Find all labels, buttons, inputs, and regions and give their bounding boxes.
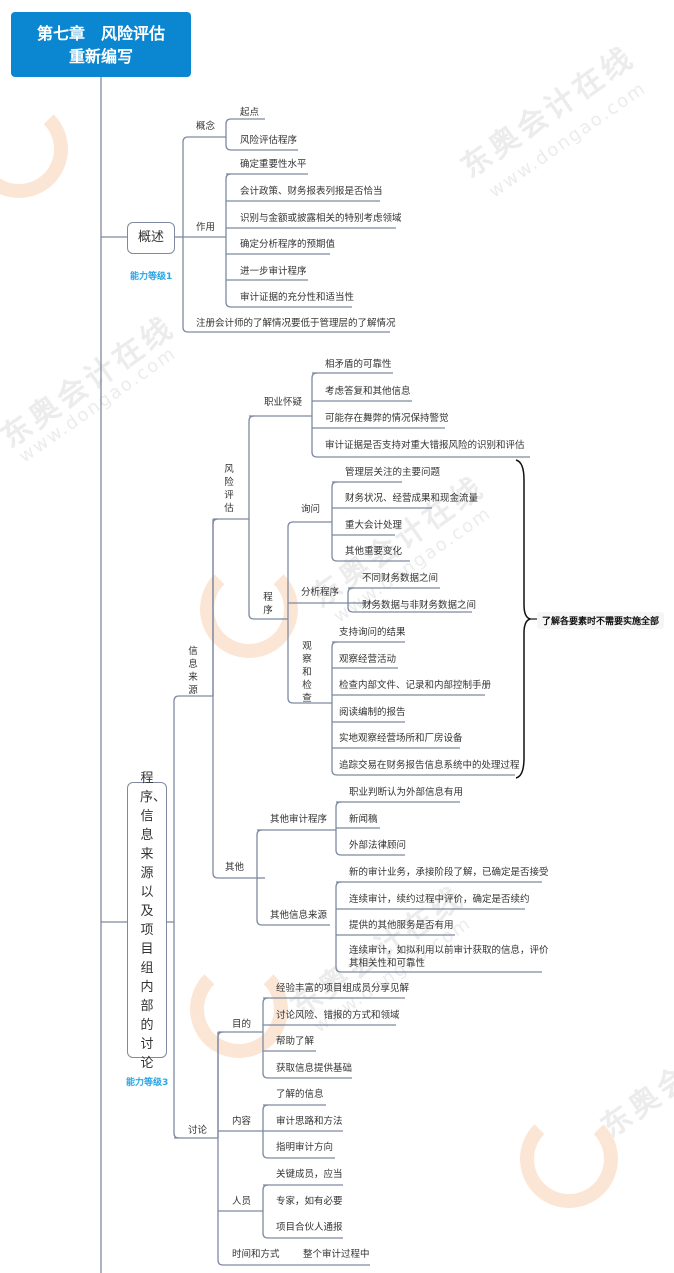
people-item[interactable]: 项目合伙人通报 <box>276 1222 343 1233</box>
analytical-item[interactable]: 不同财务数据之间 <box>362 573 439 584</box>
other-info-item[interactable]: 新的审计业务，承接阶段了解，已确定是否接受 <box>349 867 549 878</box>
purpose-item[interactable]: 获取信息提供基础 <box>276 1063 353 1074</box>
skepticism-item[interactable]: 考虑答复和其他信息 <box>325 386 411 397</box>
skepticism-item[interactable]: 审计证据是否支持对重大错报风险的识别和评估 <box>325 440 525 451</box>
other-audit-item[interactable]: 外部法律顾问 <box>349 840 407 851</box>
role-item[interactable]: 会计政策、财务报表列报是否恰当 <box>240 186 383 197</box>
timing-node[interactable]: 时间和方式 <box>232 1249 280 1260</box>
role-item[interactable]: 审计证据的充分性和适当性 <box>240 292 355 303</box>
role-node[interactable]: 作用 <box>196 222 216 233</box>
level-badge: 能力等级1 <box>130 272 173 282</box>
observation-item[interactable]: 检查内部文件、记录和内部控制手册 <box>339 680 492 691</box>
content-item[interactable]: 指明审计方向 <box>276 1142 334 1153</box>
content-item[interactable]: 审计思路和方法 <box>276 1116 343 1127</box>
observation-item[interactable]: 实地观察经营场所和厂房设备 <box>339 733 463 744</box>
other-info-node[interactable]: 其他信息来源 <box>270 910 328 921</box>
other-audit-item[interactable]: 新闻稿 <box>349 814 378 825</box>
level-badge: 能力等级3 <box>126 1078 169 1088</box>
other-audit-node[interactable]: 其他审计程序 <box>270 814 328 825</box>
timing-value[interactable]: 整个审计过程中 <box>303 1249 370 1260</box>
people-item[interactable]: 专家，如有必要 <box>276 1196 343 1207</box>
procedures-node[interactable]: 程序、信息来源以及项目组内部的讨论 <box>127 771 167 1071</box>
skepticism-node[interactable]: 职业怀疑 <box>264 397 303 408</box>
people-node[interactable]: 人员 <box>232 1196 252 1207</box>
role-item[interactable]: 识别与金额或披露相关的特别考虑领域 <box>240 213 402 224</box>
inquiry-item[interactable]: 财务状况、经营成果和现金流量 <box>345 493 479 504</box>
analytical-node[interactable]: 分析程序 <box>301 587 340 598</box>
inquiry-node[interactable]: 询问 <box>301 504 321 515</box>
title-line-2: 重新编写 <box>68 46 133 66</box>
other-info-item[interactable]: 其相关性和可靠性 <box>349 958 426 969</box>
overview-node[interactable]: 概述 <box>127 222 175 254</box>
info-sources-node[interactable]: 信息来源 <box>188 646 198 696</box>
other-node[interactable]: 其他 <box>225 862 245 873</box>
people-item[interactable]: 关键成员，应当 <box>276 1169 343 1180</box>
observation-item[interactable]: 观察经营活动 <box>339 654 397 665</box>
skepticism-item[interactable]: 可能存在舞弊的情况保持警觉 <box>325 413 449 424</box>
procedures-label: 程序、信息来源以及项目组内部的讨论 <box>140 771 167 1071</box>
purpose-item[interactable]: 经验丰富的项目组成员分享见解 <box>276 983 410 994</box>
other-info-item[interactable]: 连续审计，续约过程中评价，确定是否续约 <box>349 894 530 905</box>
role-item[interactable]: 确定分析程序的预期值 <box>240 239 336 250</box>
concept-node[interactable]: 概念 <box>196 121 216 132</box>
procedure-node[interactable]: 程序 <box>263 592 273 616</box>
inquiry-item[interactable]: 其他重要变化 <box>345 546 403 557</box>
concept-item[interactable]: 起点 <box>240 107 260 118</box>
purpose-node[interactable]: 目的 <box>232 1019 252 1030</box>
risk-assessment-node[interactable]: 风险评估 <box>224 464 234 514</box>
observation-item[interactable]: 支持询问的结果 <box>339 627 406 638</box>
role-item[interactable]: 进一步审计程序 <box>240 266 307 277</box>
overview-note[interactable]: 注册会计师的了解情况要低于管理层的了解情况 <box>196 318 396 329</box>
other-info-item[interactable]: 提供的其他服务是否有用 <box>349 920 454 931</box>
callout-note[interactable]: 了解各要素时不需要实施全部 <box>537 612 665 629</box>
title-line-1: 第七章 风险评估 <box>36 23 165 43</box>
inquiry-item[interactable]: 管理层关注的主要问题 <box>345 467 441 478</box>
other-audit-item[interactable]: 职业判断认为外部信息有用 <box>349 787 464 798</box>
other-info-item[interactable]: 连续审计，如拟利用以前审计获取的信息，评价 <box>349 945 549 956</box>
analytical-item[interactable]: 财务数据与非财务数据之间 <box>362 600 477 611</box>
content-item[interactable]: 了解的信息 <box>276 1089 324 1100</box>
skepticism-item[interactable]: 相矛盾的可靠性 <box>325 359 392 370</box>
root-title[interactable]: 第七章 风险评估 重新编写 <box>11 12 191 77</box>
observation-item[interactable]: 追踪交易在财务报告信息系统中的处理过程 <box>339 760 520 771</box>
discussion-node[interactable]: 讨论 <box>188 1125 208 1136</box>
observation-item[interactable]: 阅读编制的报告 <box>339 707 406 718</box>
role-item[interactable]: 确定重要性水平 <box>240 159 307 170</box>
observation-node[interactable]: 观察和检查 <box>302 641 312 704</box>
inquiry-item[interactable]: 重大会计处理 <box>345 520 403 531</box>
purpose-item[interactable]: 讨论风险、错报的方式和领域 <box>276 1010 400 1021</box>
purpose-item[interactable]: 帮助了解 <box>276 1036 315 1047</box>
content-node[interactable]: 内容 <box>232 1116 252 1127</box>
concept-item[interactable]: 风险评估程序 <box>240 135 298 146</box>
